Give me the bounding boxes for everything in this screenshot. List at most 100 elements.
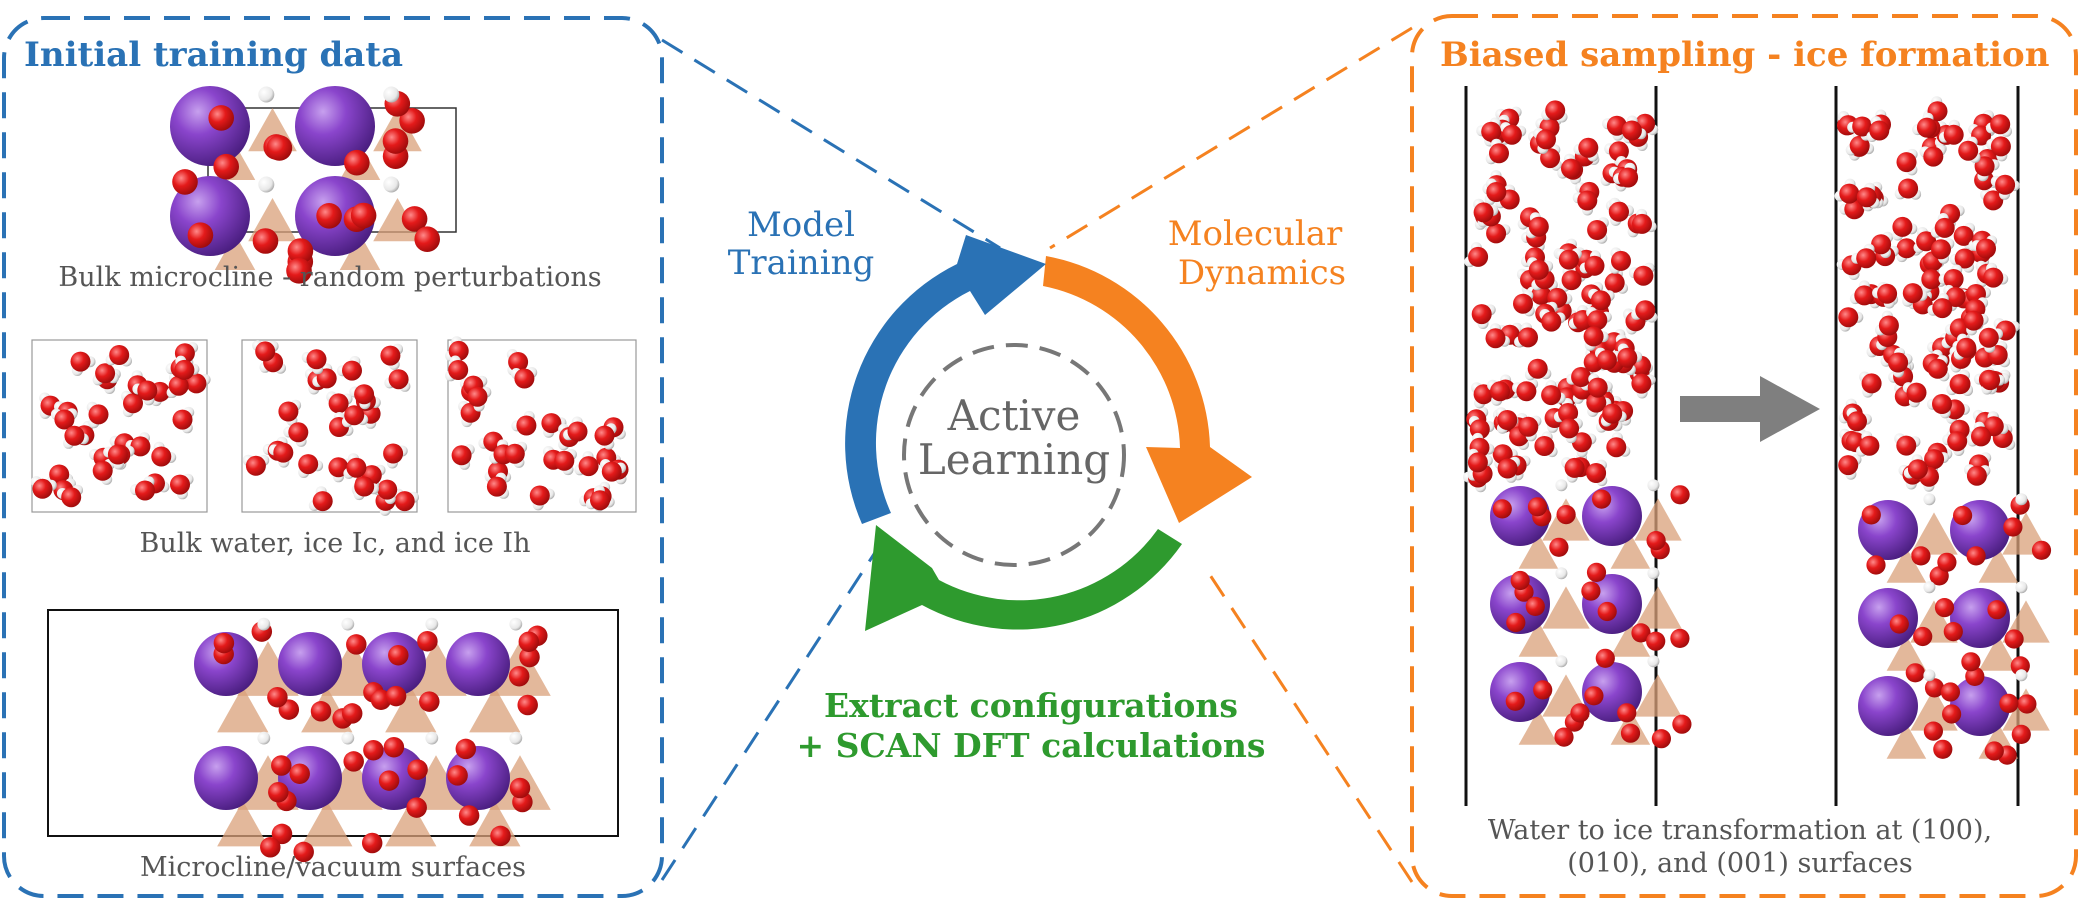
oxygen-atom — [1923, 146, 1944, 167]
oxygen-atom — [1902, 283, 1923, 304]
oxygen-atom — [170, 474, 190, 495]
oxygen-atom — [361, 832, 383, 854]
silicate-tetrahedron — [1886, 635, 1927, 671]
oxygen-atom — [1609, 201, 1629, 222]
oxygen-atom — [1924, 678, 1945, 698]
oxygen-atom — [1849, 135, 1870, 156]
oxygen-atom — [1978, 327, 1999, 348]
hydrogen-atom — [1923, 581, 1936, 594]
connector-lines — [660, 26, 1414, 883]
oxygen-atom — [88, 404, 109, 425]
oxygen-atom — [529, 485, 550, 506]
oxygen-atom — [1516, 381, 1537, 402]
oxygen-atom — [1596, 350, 1617, 370]
oxygen-atom — [1945, 287, 1966, 307]
oxygen-atom — [407, 759, 428, 780]
potassium-atom — [1490, 574, 1550, 634]
oxygen-atom — [1564, 457, 1585, 478]
silicate-tetrahedron — [1886, 723, 1927, 759]
oxygen-atom — [328, 393, 349, 414]
potassium-atom — [446, 632, 510, 696]
oxygen-atom — [399, 108, 425, 134]
oxygen-atom — [1971, 426, 1991, 447]
potassium-atom — [1858, 676, 1918, 736]
oxygen-atom — [401, 206, 428, 232]
oxygen-atom — [2003, 517, 2023, 537]
oxygen-atom — [1485, 328, 1506, 349]
oxygen-atom — [1943, 622, 1963, 642]
oxygen-atom — [1471, 304, 1492, 325]
oxygen-atom — [1838, 455, 1859, 476]
oxygen-atom — [1556, 504, 1576, 525]
oxygen-atom — [363, 739, 384, 761]
oxygen-atom — [273, 442, 294, 463]
oxygen-atom — [1587, 377, 1608, 398]
oxygen-atom — [1513, 293, 1533, 314]
oxygen-atom — [1889, 614, 1909, 634]
oxygen-atom — [385, 685, 407, 707]
oxygen-atom — [1590, 290, 1611, 311]
silicate-tetrahedron — [405, 641, 467, 696]
oxygen-atom — [1586, 392, 1607, 413]
right-panel: Biased sampling - ice formation Water to… — [1410, 14, 2078, 898]
oxygen-atom — [394, 491, 415, 512]
oxygen-atom — [1635, 300, 1656, 321]
hydrogen-atom — [509, 731, 523, 745]
silicate-tetrahedron — [321, 641, 383, 696]
oxygen-atom — [601, 461, 622, 482]
connector-top-left — [661, 38, 1001, 250]
oxygen-atom — [1467, 452, 1488, 473]
connector-bottom-right — [1206, 571, 1414, 883]
oxygen-atom — [467, 386, 488, 407]
oxygen-atom — [1983, 267, 2004, 288]
slab-after — [1834, 86, 2052, 806]
oxygen-atom — [1937, 552, 1957, 572]
microcline-surface-structure — [47, 609, 619, 863]
oxygen-atom — [1940, 682, 1960, 702]
oxygen-atom — [578, 456, 599, 477]
oxygen-atom — [1617, 703, 1637, 723]
silicate-tetrahedron — [1634, 674, 1682, 717]
oxygen-atom — [490, 825, 511, 847]
left-panel-border — [2, 16, 664, 898]
oxygen-atom — [1525, 596, 1545, 617]
potassium-atom — [1490, 662, 1550, 722]
oxygen-atom — [458, 805, 480, 826]
hydrogen-atom — [1647, 479, 1660, 492]
hydrogen-atom — [2015, 493, 2028, 506]
label-scan-dft: + SCAN DFT calculations — [797, 726, 1266, 765]
hydrogen-atom — [383, 86, 400, 103]
oxygen-atom — [1571, 367, 1592, 387]
oxygen-atom — [342, 360, 362, 381]
oxygen-atom — [260, 837, 281, 858]
oxygen-atom — [1976, 238, 1996, 259]
oxygen-atom — [289, 763, 310, 784]
oxygen-atom — [1847, 411, 1867, 432]
oxygen-atom — [316, 203, 342, 229]
hydrogen-atom — [341, 731, 355, 745]
oxygen-atom — [1595, 648, 1615, 668]
oxygen-atom — [1549, 537, 1569, 557]
oxygen-atom — [266, 135, 293, 161]
center-label-learning: Learning — [918, 435, 1110, 484]
oxygen-atom — [1931, 239, 1951, 260]
oxygen-atom — [1892, 216, 1913, 237]
oxygen-atom — [2017, 694, 2037, 714]
oxygen-atom — [1606, 437, 1627, 458]
oxygen-atom — [213, 632, 235, 654]
oxygen-atom — [1896, 152, 1917, 173]
oxygen-atom — [1587, 310, 1608, 331]
potassium-atom — [278, 632, 342, 696]
oxygen-atom — [2031, 540, 2052, 560]
silicate-tetrahedron — [1978, 635, 2019, 671]
oxygen-atom — [1672, 714, 1692, 734]
oxygen-atom — [380, 345, 401, 366]
oxygen-atom — [1602, 403, 1623, 424]
oxygen-atom — [168, 375, 189, 396]
oxygen-atom — [1554, 727, 1574, 747]
hydrogen-atom — [425, 617, 439, 631]
label-dynamics: Dynamics — [1178, 253, 1346, 293]
oxygen-atom — [1934, 217, 1955, 238]
oxygen-atom — [1621, 120, 1642, 141]
oxygen-atom — [2004, 629, 2024, 649]
